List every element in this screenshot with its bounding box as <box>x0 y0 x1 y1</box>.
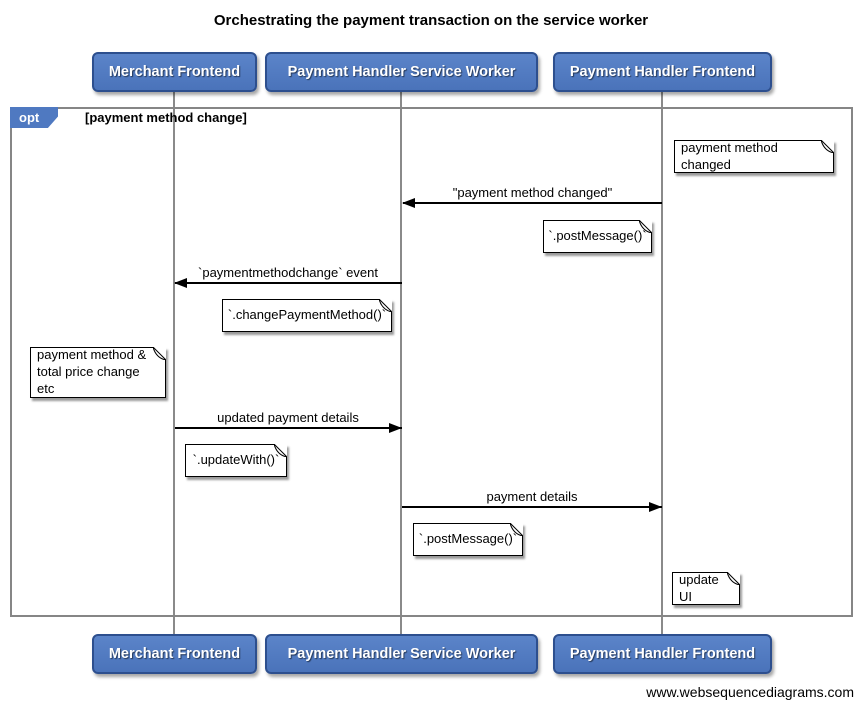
note-payment-method-changed: payment method changed <box>674 140 834 173</box>
note-payment-method-total-price: payment method & total price change etc <box>30 347 166 398</box>
note-postmessage-1: `.postMessage()` <box>543 220 652 253</box>
note-fold-icon <box>639 220 652 233</box>
note-update-ui: update UI <box>672 572 740 605</box>
message-arrow-3 <box>175 427 402 429</box>
footer-credit: www.websequencediagrams.com <box>646 684 854 700</box>
note-text: payment method & total price change etc <box>37 347 147 396</box>
message-label-payment-details: payment details <box>486 489 578 504</box>
note-changepaymentmethod: `.changePaymentMethod()` <box>222 299 392 332</box>
note-text: update UI <box>679 571 719 604</box>
message-label-updated-payment-details: updated payment details <box>217 410 359 425</box>
actor-box-payment-handler-service-worker-bottom: Payment Handler Service Worker <box>265 634 538 674</box>
note-fold-icon <box>821 140 834 153</box>
lifeline-payment-handler-frontend <box>661 92 663 635</box>
actor-label: Merchant Frontend <box>108 646 241 662</box>
note-text: `.postMessage()` <box>548 228 647 244</box>
note-fold-icon <box>379 299 392 312</box>
note-fold-icon <box>153 347 166 360</box>
opt-condition-label: [payment method change] <box>85 110 247 125</box>
actor-label: Payment Handler Frontend <box>569 646 756 662</box>
note-fold-icon <box>274 444 287 457</box>
note-updatewith: `.updateWith()` <box>185 444 287 477</box>
message-label-payment-method-changed: "payment method changed" <box>452 185 613 200</box>
lifeline-payment-handler-service-worker <box>400 92 402 635</box>
actor-label: Payment Handler Frontend <box>569 64 756 80</box>
note-postmessage-2: `.postMessage()` <box>413 523 523 556</box>
message-arrow-2 <box>175 282 402 284</box>
actor-box-payment-handler-service-worker-top: Payment Handler Service Worker <box>265 52 538 92</box>
actor-box-payment-handler-frontend-top: Payment Handler Frontend <box>553 52 772 92</box>
note-text: `.changePaymentMethod()` <box>227 307 387 323</box>
message-arrow-4 <box>402 506 662 508</box>
arrowhead-right-icon <box>389 423 402 433</box>
arrowhead-left-icon <box>174 278 187 288</box>
note-fold-icon <box>510 523 523 536</box>
note-fold-icon <box>727 572 740 585</box>
note-text: `.postMessage()` <box>418 531 518 547</box>
actor-label: Merchant Frontend <box>108 64 241 80</box>
diagram-title: Orchestrating the payment transaction on… <box>213 12 649 29</box>
opt-operator-tab: opt <box>10 107 58 128</box>
actor-box-merchant-frontend-bottom: Merchant Frontend <box>92 634 257 674</box>
actor-box-merchant-frontend-top: Merchant Frontend <box>92 52 257 92</box>
message-label-paymentmethodchange-event: `paymentmethodchange` event <box>198 265 378 280</box>
lifeline-merchant-frontend <box>173 92 175 635</box>
message-arrow-1 <box>403 202 662 204</box>
note-text: payment method changed <box>681 139 778 172</box>
note-text: `.updateWith()` <box>192 452 280 468</box>
actor-box-payment-handler-frontend-bottom: Payment Handler Frontend <box>553 634 772 674</box>
arrowhead-right-icon <box>649 502 662 512</box>
opt-operator-label: opt <box>19 110 40 125</box>
opt-fragment-frame: opt [payment method change] <box>10 107 853 617</box>
actor-label: Payment Handler Service Worker <box>287 64 516 80</box>
actor-label: Payment Handler Service Worker <box>287 646 516 662</box>
arrowhead-left-icon <box>402 198 415 208</box>
